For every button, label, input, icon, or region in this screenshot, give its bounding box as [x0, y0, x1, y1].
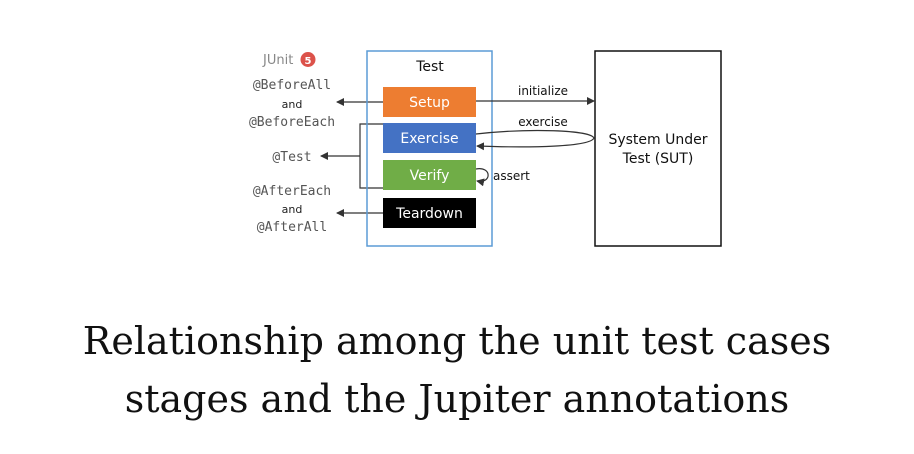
junit-version-badge [300, 52, 316, 67]
annotation-connectors [320, 98, 383, 217]
test-box-title: Test [415, 59, 444, 75]
junit-version-number: 5 [305, 56, 312, 67]
sut-box [594, 50, 722, 247]
exercise-box [383, 123, 476, 153]
junit-logo-text: JUnit [262, 53, 293, 68]
exercise-arrow [475, 129, 595, 151]
assert-label: assert [493, 169, 530, 183]
verify-box [383, 160, 476, 190]
exercise-arrow-label: exercise [518, 115, 568, 129]
assert-loop-arrow [475, 168, 489, 187]
figure-caption: Relationship among the unit test cases s… [0, 312, 914, 428]
sut-label-line2: Test (SUT) [622, 151, 694, 167]
before-each-annotation: @BeforeEach [249, 115, 335, 130]
after-all-annotation: @AfterAll [257, 220, 327, 235]
test-annotation: @Test [272, 150, 311, 165]
stage-setup: Setup [383, 87, 476, 117]
sut-arrows [475, 97, 595, 187]
stage-verify: Verify [383, 160, 476, 190]
junit-logo: JUnit 5 [262, 52, 316, 68]
and-label-top: and [282, 98, 303, 111]
and-label-bottom: and [282, 203, 303, 216]
caption-line-2: stages and the Jupiter annotations [124, 377, 790, 421]
test-bracket [359, 123, 383, 189]
after-each-annotation: @AfterEach [253, 184, 331, 199]
before-all-annotation: @BeforeAll [253, 78, 331, 93]
stage-exercise: Exercise [383, 123, 476, 153]
setup-label: Setup [409, 95, 450, 111]
teardown-box [383, 198, 476, 228]
exercise-label: Exercise [400, 131, 458, 147]
caption-line-1: Relationship among the unit test cases [82, 319, 832, 363]
verify-label: Verify [410, 168, 450, 184]
annotations: @BeforeAll and @BeforeEach @Test @AfterE… [249, 78, 335, 235]
stage-teardown: Teardown [383, 198, 476, 228]
sut-label-line1: System Under [608, 132, 707, 148]
test-box [366, 50, 493, 247]
setup-box [383, 87, 476, 117]
teardown-label: Teardown [395, 206, 463, 222]
initialize-label: initialize [518, 84, 568, 98]
